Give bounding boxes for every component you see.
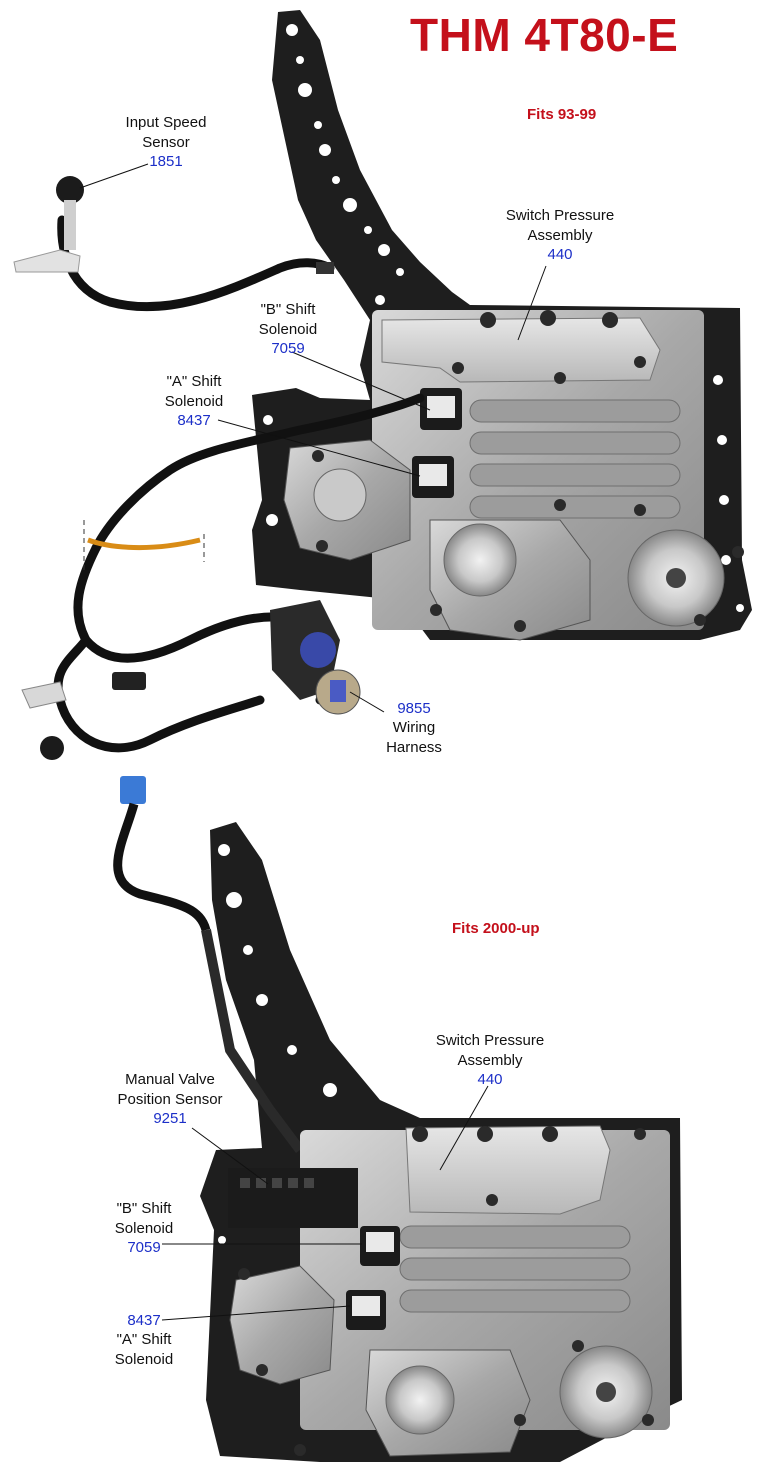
bottom-manual-valve-housing bbox=[229, 1265, 335, 1385]
top-a-shift-label: "A" Shift Solenoid 8437 bbox=[154, 372, 234, 430]
top-a-shift-name-2: Solenoid bbox=[164, 393, 224, 410]
top-valve-bores bbox=[469, 399, 681, 519]
page-title: THM 4T80-E bbox=[410, 9, 679, 61]
bottom-switch-pressure-name-2: Assembly bbox=[457, 1052, 523, 1069]
top-switch-pressure-name-2: Assembly bbox=[527, 227, 593, 244]
bottom-a-shift-name-2: Solenoid bbox=[114, 1351, 174, 1368]
input-speed-sensor-part: 1851 bbox=[149, 153, 183, 170]
top-b-shift-part: 7059 bbox=[271, 340, 305, 357]
input-speed-sensor-label: Input Speed Sensor 1851 bbox=[110, 113, 222, 171]
top-a-shift-part: 8437 bbox=[177, 412, 211, 429]
wiring-harness-part: 9855 bbox=[397, 700, 431, 717]
top-b-shift-label: "B" Shift Solenoid 7059 bbox=[248, 300, 328, 358]
bottom-a-shift-label: 8437 "A" Shift Solenoid bbox=[104, 1312, 184, 1370]
bottom-b-shift-name-1: "B" Shift bbox=[116, 1200, 172, 1217]
bottom-b-shift-part: 7059 bbox=[127, 1239, 161, 1256]
top-switch-pressure-name-1: Switch Pressure bbox=[505, 207, 615, 224]
input-speed-sensor-name-2: Sensor bbox=[142, 134, 190, 151]
leader-lines bbox=[79, 163, 547, 1321]
input-speed-sensor-name-1: Input Speed bbox=[125, 114, 207, 131]
wiring-harness-name-2: Harness bbox=[386, 739, 442, 756]
bottom-b-shift-label: "B" Shift Solenoid 7059 bbox=[104, 1199, 184, 1257]
bottom-harness bbox=[113, 776, 304, 1153]
top-input-speed-sensor bbox=[13, 176, 334, 274]
bottom-switch-pressure-part: 440 bbox=[477, 1071, 503, 1088]
manual-valve-name-2: Position Sensor bbox=[117, 1091, 223, 1108]
bottom-switch-pressure-plate bbox=[405, 1125, 611, 1215]
bottom-fits-label: Fits 2000-up bbox=[452, 920, 540, 937]
manual-valve-name-1: Manual Valve bbox=[125, 1071, 215, 1088]
bottom-a-shift-name-1: "A" Shift bbox=[116, 1331, 172, 1348]
bottom-switch-pressure-name-1: Switch Pressure bbox=[435, 1032, 545, 1049]
bottom-switch-pressure-label: Switch Pressure Assembly 440 bbox=[416, 1031, 564, 1089]
bottom-manual-valve-position-sensor bbox=[228, 1168, 358, 1228]
top-harness-connectors bbox=[21, 600, 361, 760]
top-valve-body-assembly bbox=[13, 10, 752, 760]
top-switch-pressure-label: Switch Pressure Assembly 440 bbox=[486, 206, 634, 264]
bottom-valve-body-assembly bbox=[113, 776, 682, 1462]
wiring-harness-name-1: Wiring bbox=[392, 719, 436, 736]
manual-valve-label: Manual Valve Position Sensor 9251 bbox=[100, 1070, 240, 1128]
top-fits-label: Fits 93-99 bbox=[527, 106, 597, 123]
top-plate-holes bbox=[263, 24, 744, 612]
bottom-a-shift-part: 8437 bbox=[127, 1312, 161, 1329]
bottom-b-shift-name-2: Solenoid bbox=[114, 1220, 174, 1237]
top-switch-pressure-part: 440 bbox=[547, 246, 573, 263]
bottom-valve-bores bbox=[399, 1225, 631, 1313]
manual-valve-part: 9251 bbox=[153, 1110, 187, 1127]
top-b-shift-name-1: "B" Shift bbox=[260, 301, 316, 318]
wiring-harness-label: 9855 Wiring Harness bbox=[374, 700, 454, 758]
top-b-shift-name-2: Solenoid bbox=[258, 321, 318, 338]
top-a-shift-name-1: "A" Shift bbox=[166, 373, 222, 390]
